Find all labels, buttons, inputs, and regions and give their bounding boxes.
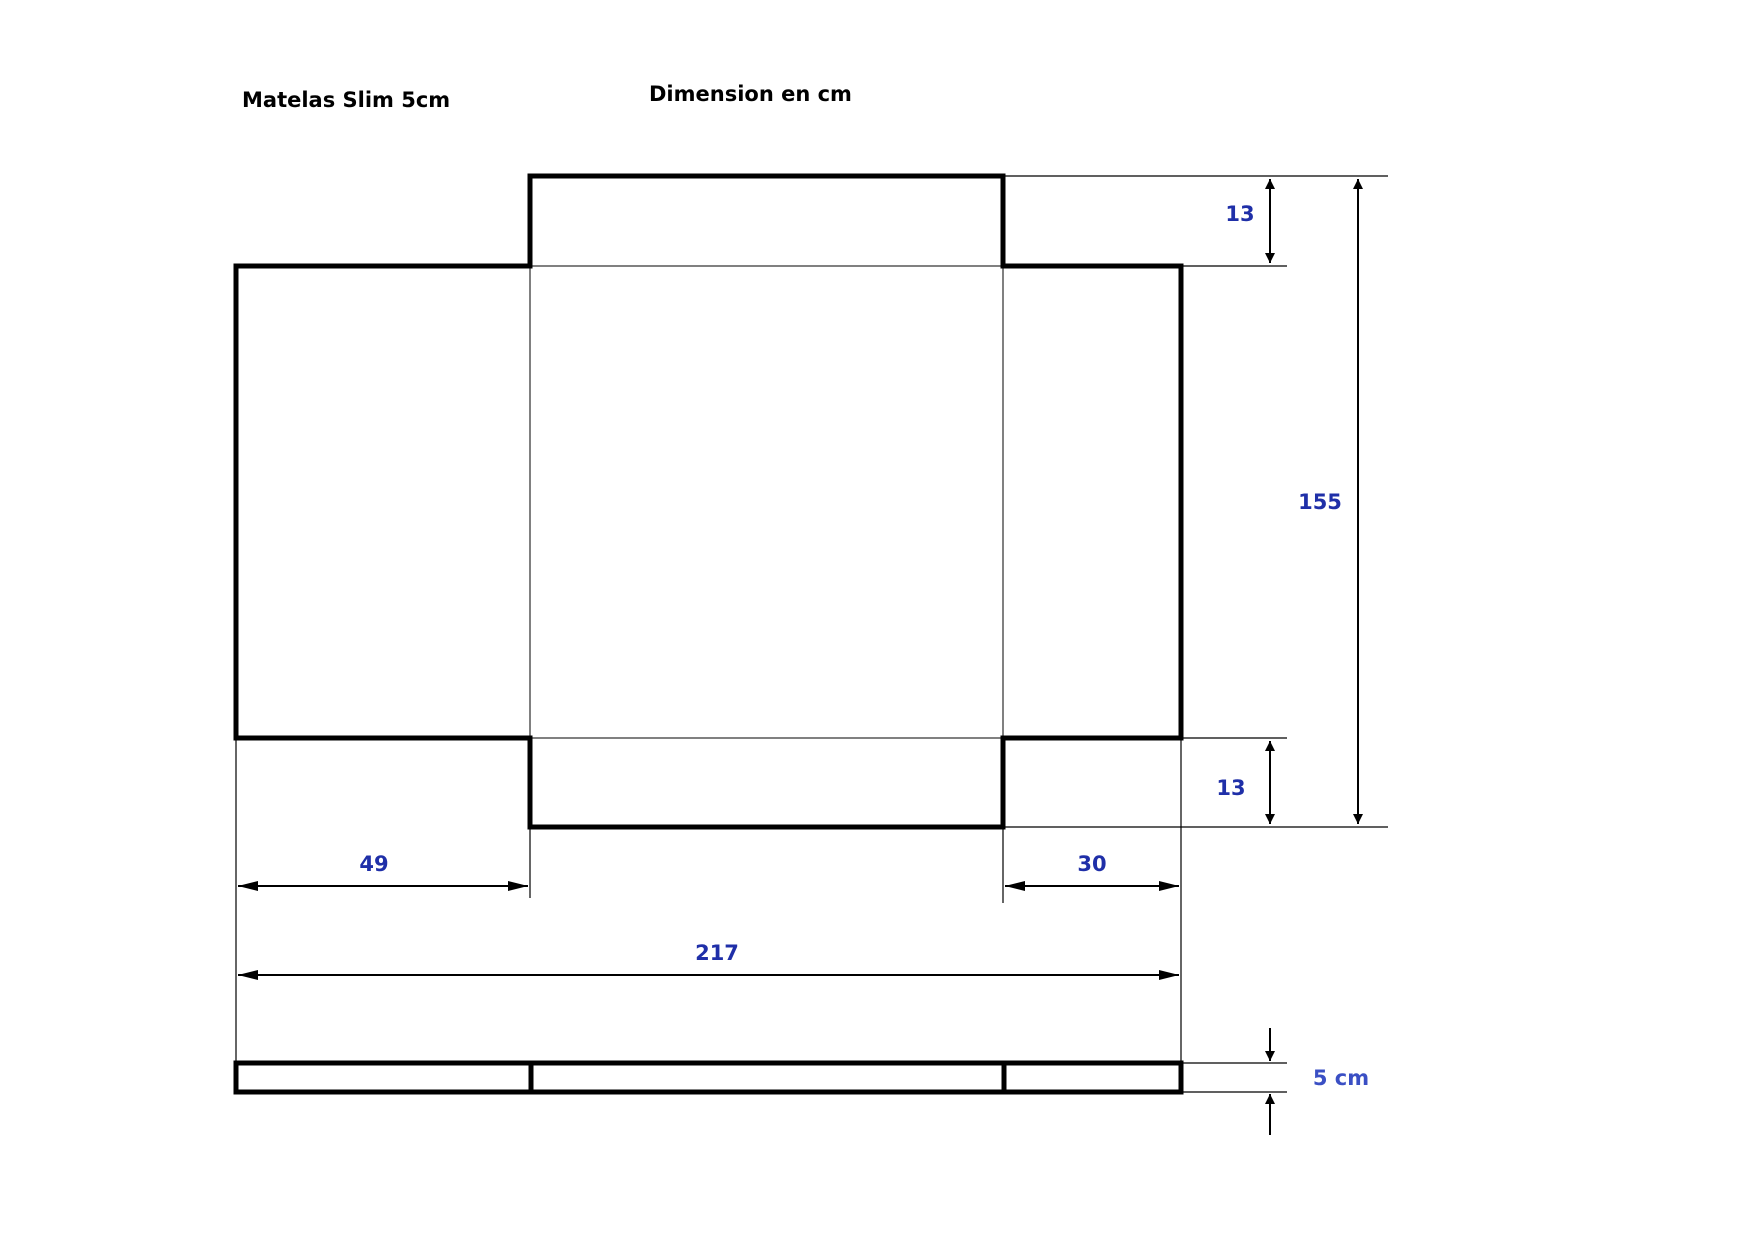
thickness-profile	[233, 1060, 1184, 1095]
label-flap-bottom: 13	[1216, 776, 1245, 800]
label-left-panel: 49	[359, 852, 388, 876]
label-thickness: 5 cm	[1313, 1066, 1369, 1090]
label-right-panel: 30	[1077, 852, 1106, 876]
label-total-height: 155	[1298, 490, 1342, 514]
diagram-title: Matelas Slim 5cm	[242, 88, 450, 112]
label-total-width: 217	[695, 941, 739, 965]
cover-outline	[233, 173, 1184, 830]
label-flap-top: 13	[1225, 202, 1254, 226]
diagram-subtitle: Dimension en cm	[649, 82, 852, 106]
